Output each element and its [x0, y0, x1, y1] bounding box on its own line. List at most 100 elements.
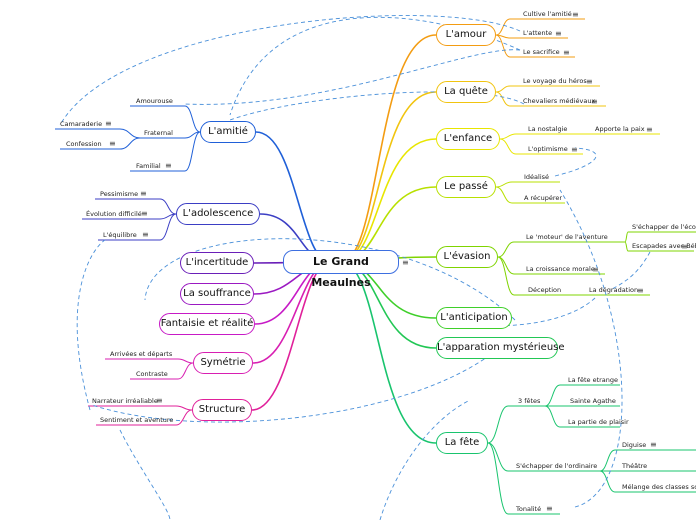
- child-connector: [175, 409, 193, 426]
- menu-icon[interactable]: ≡: [586, 77, 593, 86]
- leaf-la-degradation[interactable]: La dégradation: [589, 286, 639, 294]
- child-connector: [495, 34, 511, 58]
- child-connector: [487, 442, 509, 515]
- leaf-melange-classes[interactable]: Mélange des classes sociales: [622, 483, 696, 491]
- topic-lincertitude[interactable]: L'incertitude: [180, 252, 254, 274]
- leaf-underlines: [55, 18, 696, 515]
- leaf-arrivees-departs[interactable]: Arrivées et départs: [110, 350, 173, 358]
- child-connector: [497, 241, 515, 258]
- leaf-a-recuperer[interactable]: A récupérer: [524, 194, 563, 202]
- leaf-chevaliers[interactable]: Chevaliers médiévaux: [523, 97, 596, 105]
- leaf-3-fetes[interactable]: 3 fêtes: [518, 397, 541, 405]
- leaf-deception[interactable]: Déception: [528, 286, 562, 294]
- child-connector: [599, 449, 616, 472]
- child-connector: [177, 358, 194, 364]
- topic-lenfance[interactable]: L'enfance: [436, 128, 500, 150]
- leaf-pessimisme[interactable]: Pessimisme: [100, 190, 139, 198]
- menu-icon[interactable]: ≡: [140, 189, 147, 198]
- leaf-sentiment-aventure[interactable]: Sentiment et aventure: [100, 416, 174, 424]
- menu-icon[interactable]: ≡: [650, 440, 657, 449]
- menu-icon[interactable]: ≡: [637, 286, 644, 295]
- leaf-sechapper-ordinaire[interactable]: S'échapper de l'ordinaire: [516, 462, 598, 470]
- topic-ladolescence[interactable]: L'adolescence: [176, 203, 260, 225]
- leaf-diguise[interactable]: Diguise: [622, 441, 647, 449]
- leaf-le-sacrifice[interactable]: Le sacrifice: [523, 48, 560, 56]
- menu-icon[interactable]: ≡: [142, 230, 149, 239]
- leaf-confession[interactable]: Confession: [66, 140, 102, 148]
- menu-icon[interactable]: ≡: [546, 504, 553, 513]
- leaf-evolution-difficile[interactable]: Évolution difficilé: [86, 210, 142, 218]
- relationship-link: [144, 238, 516, 321]
- topic-symetrie[interactable]: Symétrie: [193, 352, 253, 374]
- leaf-fete-etrange[interactable]: La fête etrange: [568, 376, 619, 384]
- menu-icon[interactable]: ≡: [592, 265, 599, 274]
- relationship-link: [76, 239, 106, 411]
- menu-icon[interactable]: ≡: [563, 48, 570, 57]
- topic-lamitie[interactable]: L'amitié: [200, 121, 256, 143]
- topic-lamour[interactable]: L'amour: [436, 24, 496, 46]
- relationship-link: [609, 251, 651, 291]
- leaf-fraternal[interactable]: Fraternal: [144, 129, 173, 137]
- relationship-link: [559, 189, 623, 508]
- topic-lanticipation[interactable]: L'anticipation: [436, 307, 512, 329]
- leaf-familial[interactable]: Familial: [136, 162, 161, 170]
- leaf-theatre[interactable]: Théâtre: [622, 462, 648, 470]
- branch-connector: [255, 131, 331, 263]
- menu-icon[interactable]: ≡: [572, 10, 579, 19]
- leaf-croissance-morale[interactable]: La croissance morale: [526, 265, 595, 273]
- topic-le-passe[interactable]: Le passé: [436, 176, 496, 198]
- topic-fantaisie[interactable]: Fantaisie et réalité: [159, 313, 255, 335]
- central-menu-icon[interactable]: ≡: [402, 258, 409, 267]
- relationship-link: [229, 91, 525, 121]
- menu-icon[interactable]: ≡: [109, 139, 116, 148]
- menu-icon[interactable]: ≡: [646, 125, 653, 134]
- central-topic[interactable]: Le Grand Meaulnes: [283, 250, 399, 289]
- leaf-partie-plaisir[interactable]: La partie de plaisir: [568, 418, 629, 426]
- topic-la-fete[interactable]: La fête: [436, 432, 488, 454]
- menu-icon[interactable]: ≡: [681, 242, 688, 251]
- topic-la-souffrance[interactable]: La souffrance: [180, 283, 254, 305]
- topic-structure[interactable]: Structure: [192, 399, 252, 421]
- leaf-camaraderie[interactable]: Camaraderie: [60, 120, 103, 128]
- child-connector: [177, 362, 194, 380]
- leaf-lequilibre[interactable]: L'équilibre: [103, 231, 137, 239]
- leaf-moteur-aventure[interactable]: Le 'moteur' de l'aventure: [526, 233, 608, 241]
- menu-icon[interactable]: ≡: [571, 145, 578, 154]
- child-connector: [495, 18, 511, 36]
- leaf-tonalite[interactable]: Tonalité: [516, 505, 542, 513]
- leaf-sechapper-ecole[interactable]: S'échapper de l'école: [632, 223, 696, 231]
- menu-icon[interactable]: ≡: [555, 29, 562, 38]
- leaf-narrateur[interactable]: Narrateur irréaliable: [92, 397, 158, 405]
- child-connector: [599, 470, 616, 493]
- child-connector: [544, 405, 561, 428]
- child-connector: [119, 137, 141, 150]
- relationship-link: [184, 49, 521, 105]
- leaf-contraste[interactable]: Contraste: [136, 370, 168, 378]
- leaf-lattente[interactable]: L'attente: [523, 29, 553, 37]
- menu-icon[interactable]: ≡: [591, 97, 598, 106]
- leaf-cultive-lamitie[interactable]: Cultive l'amitié: [523, 10, 572, 18]
- relationship-link: [59, 15, 521, 126]
- leaf-amourouse[interactable]: Amourouse: [136, 97, 173, 105]
- menu-icon[interactable]: ≡: [105, 119, 112, 128]
- topic-levasion[interactable]: L'évasion: [436, 246, 498, 268]
- leaf-loptimisme[interactable]: L'optimisme: [528, 145, 568, 153]
- leaf-apporte-la-paix[interactable]: Apporte la paix: [595, 125, 645, 133]
- child-connector: [497, 256, 515, 275]
- relationship-links: [59, 15, 651, 520]
- leaf-idealise[interactable]: Idéalisé: [524, 173, 550, 181]
- leaf-voyage-heros[interactable]: Le voyage du héros: [523, 77, 587, 85]
- child-connector: [495, 85, 511, 93]
- topic-la-quete[interactable]: La quête: [436, 81, 496, 103]
- menu-icon[interactable]: ≡: [141, 209, 148, 218]
- menu-icon[interactable]: ≡: [156, 396, 163, 405]
- child-connector: [119, 128, 141, 139]
- menu-icon[interactable]: ≡: [165, 161, 172, 170]
- topic-apparation[interactable]: L'apparation mystérieuse: [436, 337, 565, 359]
- leaf-la-nostalgie[interactable]: La nostalgie: [528, 125, 568, 133]
- leaf-escapades-bebe[interactable]: Escapades avec Bébé: [632, 242, 696, 250]
- relationship-link: [91, 354, 491, 423]
- child-connector: [184, 105, 201, 133]
- leaf-sainte-agathe[interactable]: Sainte Agathe: [570, 397, 616, 405]
- child-connector: [495, 91, 511, 107]
